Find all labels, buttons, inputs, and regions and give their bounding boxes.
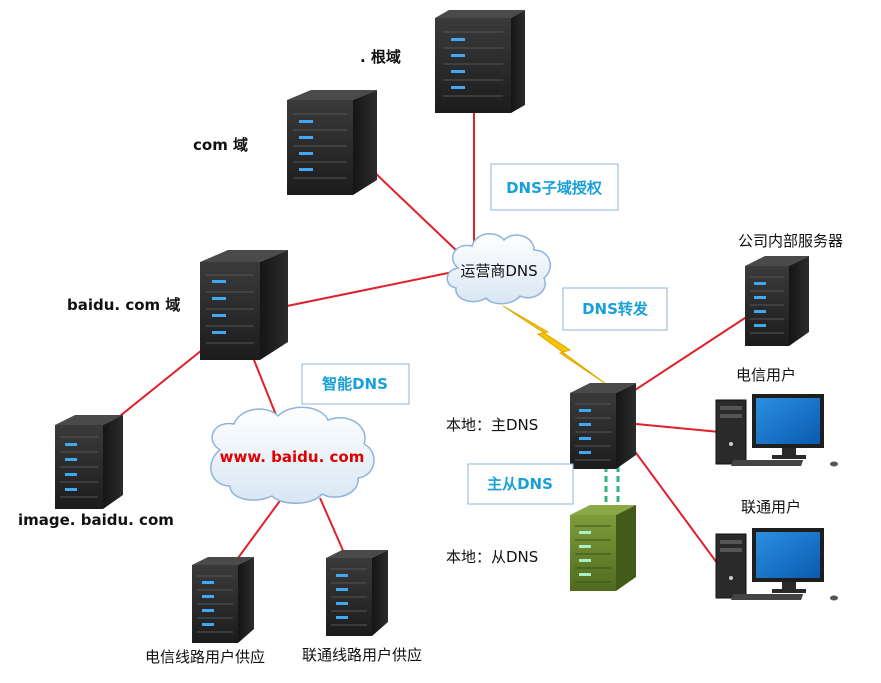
server-icon [192, 557, 254, 643]
server-icon [326, 550, 388, 636]
link-www-unicom [319, 497, 346, 556]
annotation-box: 智能DNS [301, 363, 410, 405]
link-master-telecomuser [635, 423, 721, 433]
server-icon [287, 90, 377, 195]
server-icon [570, 383, 636, 469]
label-isp-dns: 运营商DNS [460, 262, 537, 280]
label-telecom-line: 电信线路用户供应 [145, 648, 265, 666]
label-com-domain: com 域 [193, 136, 248, 154]
label-baidu-domain: baidu. com 域 [67, 296, 180, 314]
link-master-company [631, 315, 749, 393]
link-baidu-isp [286, 271, 454, 307]
link-baidu-image [114, 349, 203, 421]
server-icon [200, 250, 288, 360]
label-slave-dns: 本地：从DNS [446, 548, 538, 566]
replication-link [604, 456, 620, 508]
link-baidu-www [251, 354, 279, 421]
link-www-telecom [237, 497, 283, 559]
label-image-domain: image. baidu. com [18, 511, 174, 529]
label-www-baidu: www. baidu. com [220, 448, 365, 466]
label-company-server: 公司内部服务器 [738, 232, 843, 250]
server-icon [55, 415, 123, 509]
label-master-dns: 本地：主DNS [446, 416, 538, 434]
label-unicom-line: 联通线路用户供应 [302, 646, 422, 664]
server-icon [745, 256, 809, 346]
annotation-box: 主从DNS [467, 463, 574, 505]
annotation-dns-forward: DNS转发 [582, 300, 649, 318]
annotation-box: DNS转发 [562, 287, 668, 331]
cloud-icon [210, 406, 375, 504]
server-icon [435, 10, 525, 113]
annotation-master-slave: 主从DNS [487, 475, 553, 493]
connections [114, 112, 749, 568]
cloud-icon [446, 233, 552, 305]
desktop-computer-icon [715, 528, 838, 601]
link-com-isp [371, 169, 459, 253]
annotation-subdomain-delegation: DNS子域授权 [506, 179, 603, 197]
desktop-computer-icon [715, 394, 838, 467]
label-unicom-user: 联通用户 [741, 498, 801, 516]
link-master-unicomuser [627, 441, 721, 568]
annotation-box: DNS子域授权 [490, 163, 619, 211]
label-root-domain: . 根域 [360, 48, 401, 66]
annotation-smart-dns: 智能DNS [322, 375, 388, 393]
label-telecom-user: 电信用户 [736, 366, 796, 384]
server-icon [570, 505, 636, 591]
